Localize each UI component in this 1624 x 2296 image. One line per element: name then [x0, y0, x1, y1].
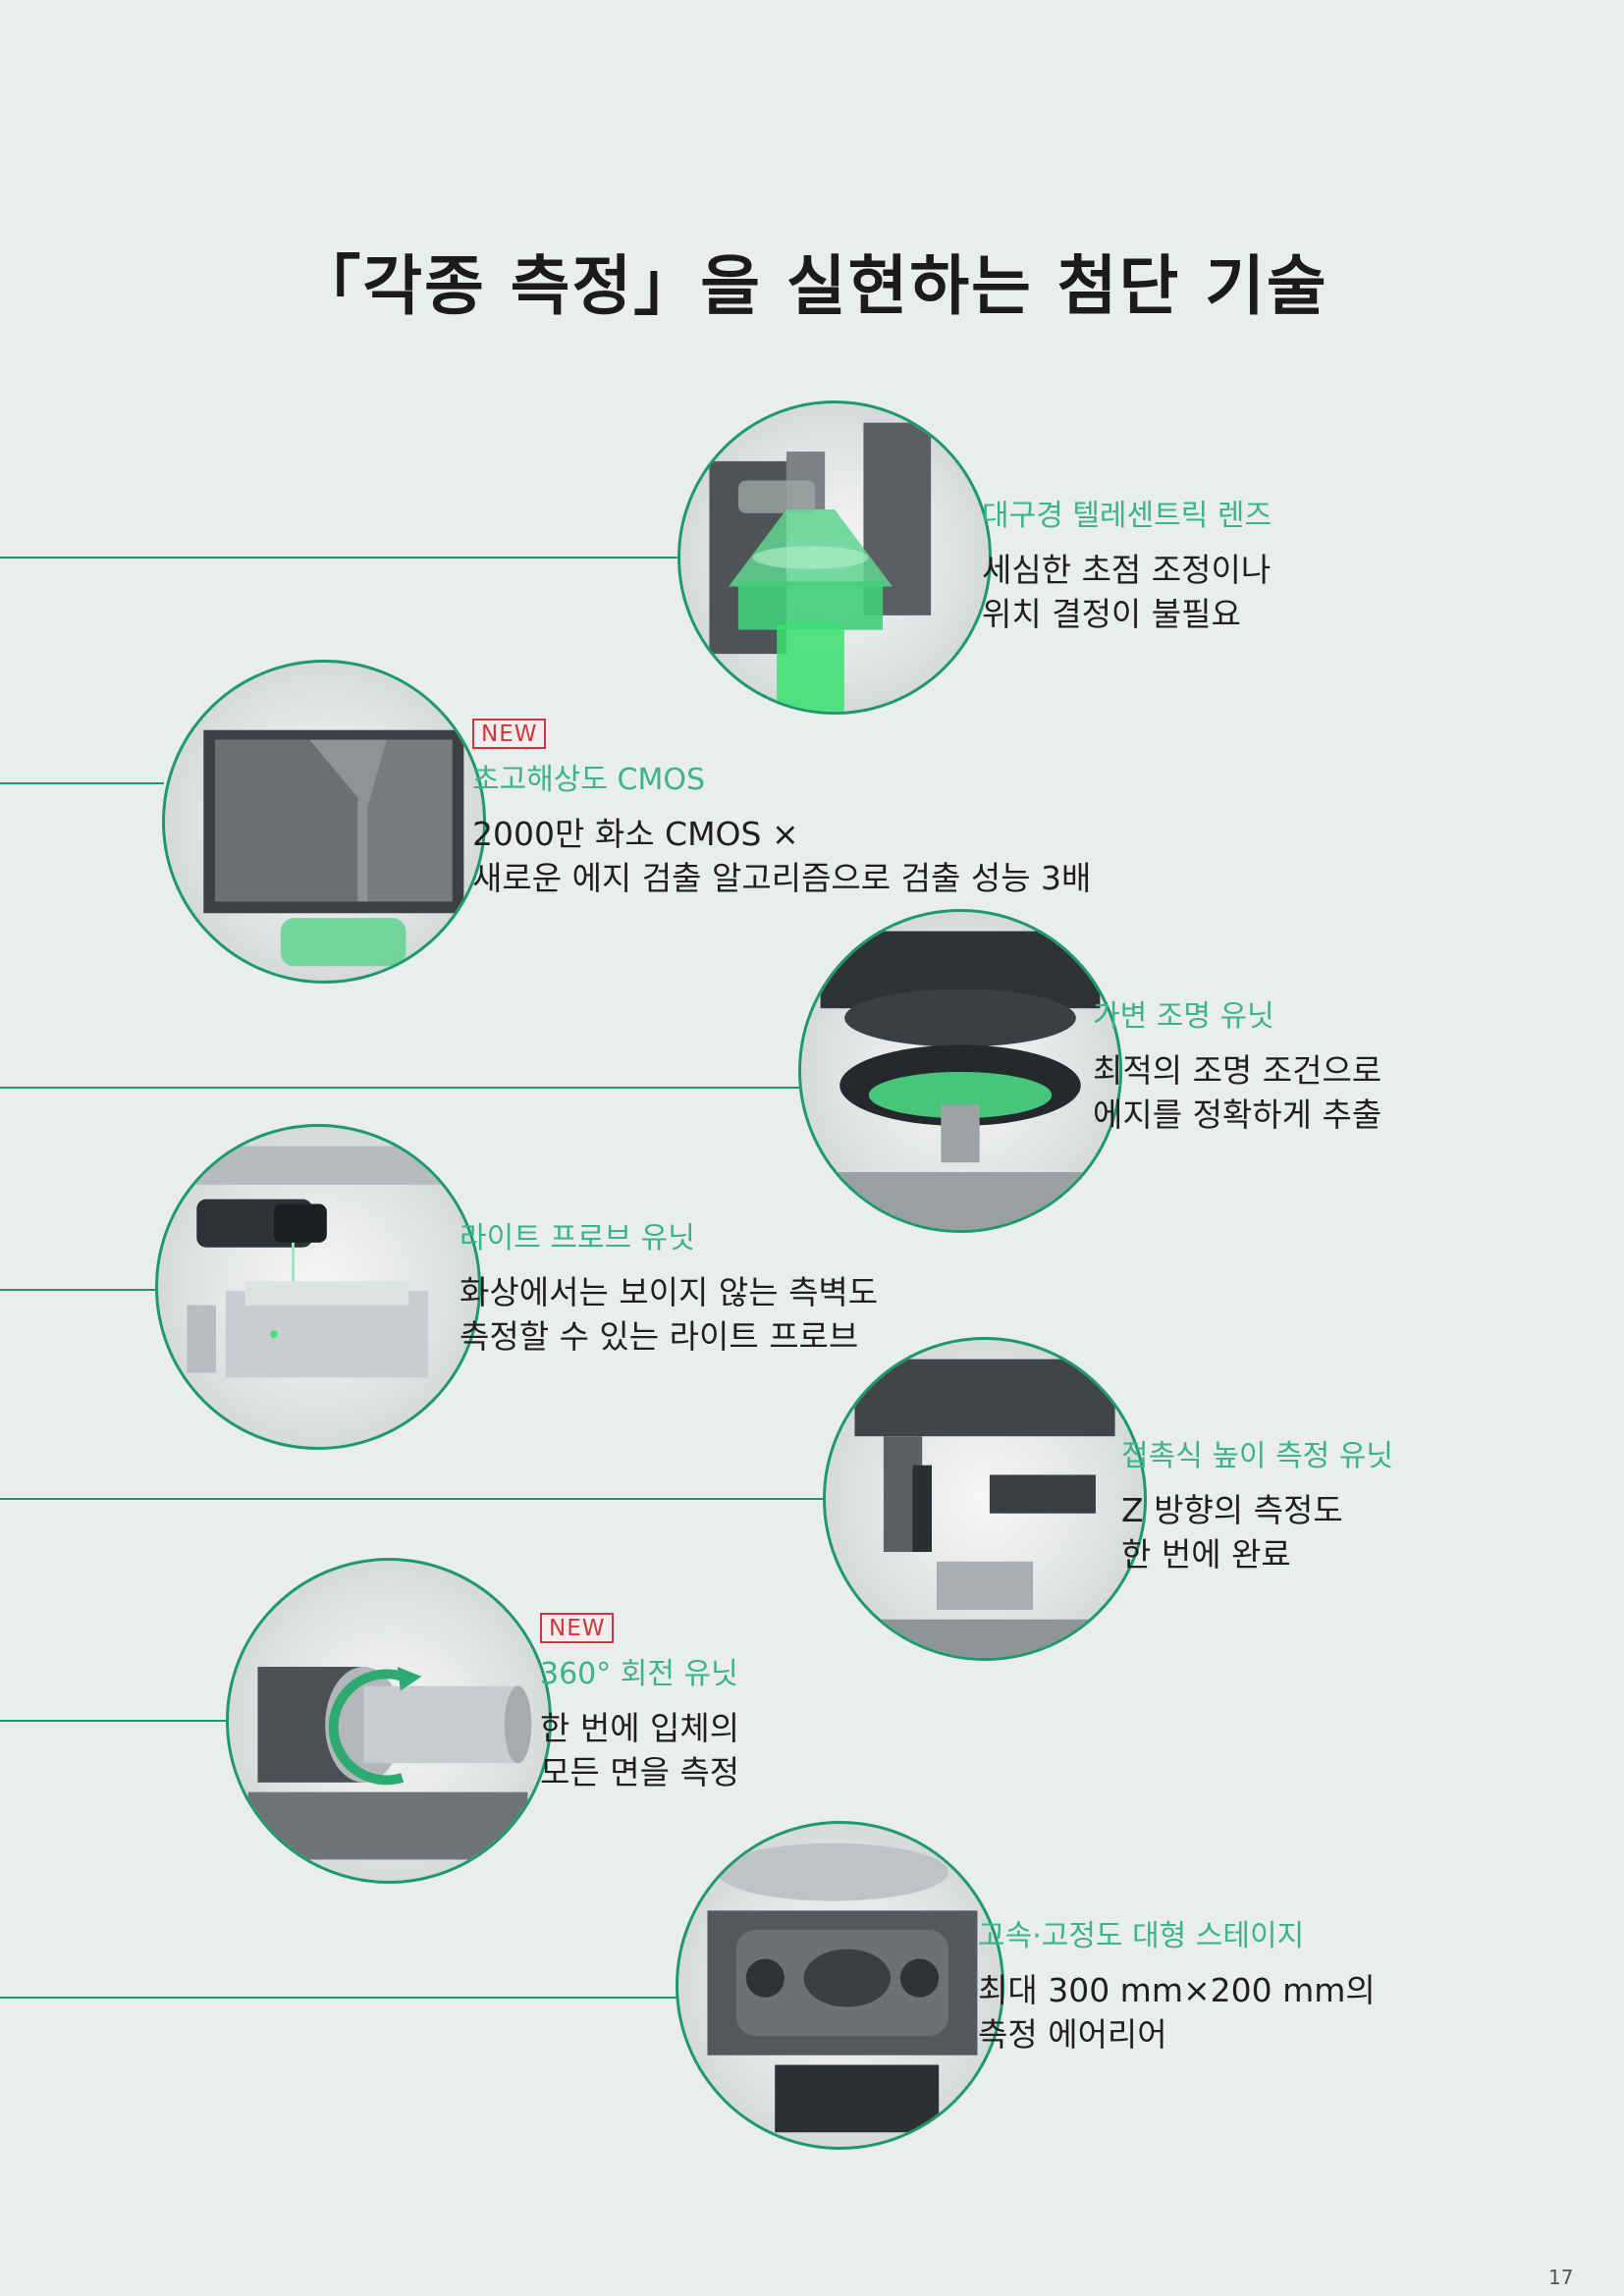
- feature-desc: 측정할 수 있는 라이트 프로브: [460, 1317, 859, 1356]
- feature-desc: 화상에서는 보이지 않는 측벽도: [460, 1273, 879, 1311]
- feature-image-height-measurement: [823, 1337, 1147, 1661]
- feature-desc: 새로운 에지 검출 알고리즘으로 검출 성능 3배: [472, 859, 1092, 897]
- page-number: 17: [1548, 2266, 1574, 2289]
- feature-title: 고속·고정도 대형 스테이지: [978, 1919, 1305, 1953]
- feature-image-cmos: [162, 660, 486, 984]
- feature-image-telecentric-lens: [677, 400, 992, 715]
- light-probe-photo: [177, 1146, 458, 1378]
- feature-desc: 최적의 조명 조건으로: [1093, 1051, 1382, 1090]
- height-measurement-photo: [844, 1359, 1125, 1658]
- feature-title: 라이트 프로브 유닛: [460, 1221, 695, 1255]
- feature-desc: 에지를 정확하게 추출: [1093, 1095, 1382, 1134]
- feature-title: 초고해상도 CMOS: [472, 763, 706, 797]
- feature-desc: 세심한 초점 조정이나: [982, 551, 1272, 589]
- feature-desc: 위치 결정이 불필요: [982, 595, 1241, 633]
- connector-line: [0, 1087, 803, 1089]
- large-stage-photo: [707, 1842, 978, 2133]
- lighting-unit-photo: [820, 931, 1101, 1230]
- rotation-unit-photo: [247, 1667, 532, 1860]
- feature-desc: 최대 300 mm×200 mm의: [978, 1971, 1376, 2009]
- feature-image-rotation-unit: [226, 1558, 552, 1884]
- connector-line: [0, 1997, 680, 1999]
- connector-line: [0, 557, 681, 559]
- new-badge: NEW: [540, 1613, 615, 1643]
- connector-line: [0, 1289, 157, 1291]
- feature-title: 접촉식 높이 측정 유닛: [1121, 1439, 1394, 1473]
- feature-desc: 한 번에 완료: [1121, 1535, 1291, 1574]
- feature-desc: 모든 면을 측정: [540, 1753, 740, 1791]
- feature-image-large-stage: [676, 1821, 1004, 2150]
- feature-desc: 한 번에 입체의: [540, 1709, 740, 1747]
- feature-desc: 측정 에어리어: [978, 2015, 1167, 2054]
- feature-title: 대구경 텔레센트릭 렌즈: [982, 499, 1272, 533]
- feature-image-lighting-unit: [798, 909, 1122, 1233]
- connector-line: [0, 782, 164, 784]
- feature-image-light-probe: [155, 1124, 481, 1450]
- new-badge: NEW: [472, 719, 547, 749]
- feature-desc: Z 방향의 측정도: [1121, 1491, 1343, 1529]
- cmos-sensor-photo: [203, 729, 464, 967]
- feature-title: 가변 조명 유닛: [1093, 999, 1274, 1034]
- feature-title: 360° 회전 유닛: [540, 1657, 738, 1691]
- telecentric-lens-photo: [709, 422, 932, 712]
- connector-line: [0, 1498, 828, 1500]
- connector-line: [0, 1720, 231, 1722]
- page-title: 「각종 측정」을 실현하는 첨단 기술: [296, 248, 1328, 324]
- feature-desc: 2000만 화소 CMOS ×: [472, 815, 799, 853]
